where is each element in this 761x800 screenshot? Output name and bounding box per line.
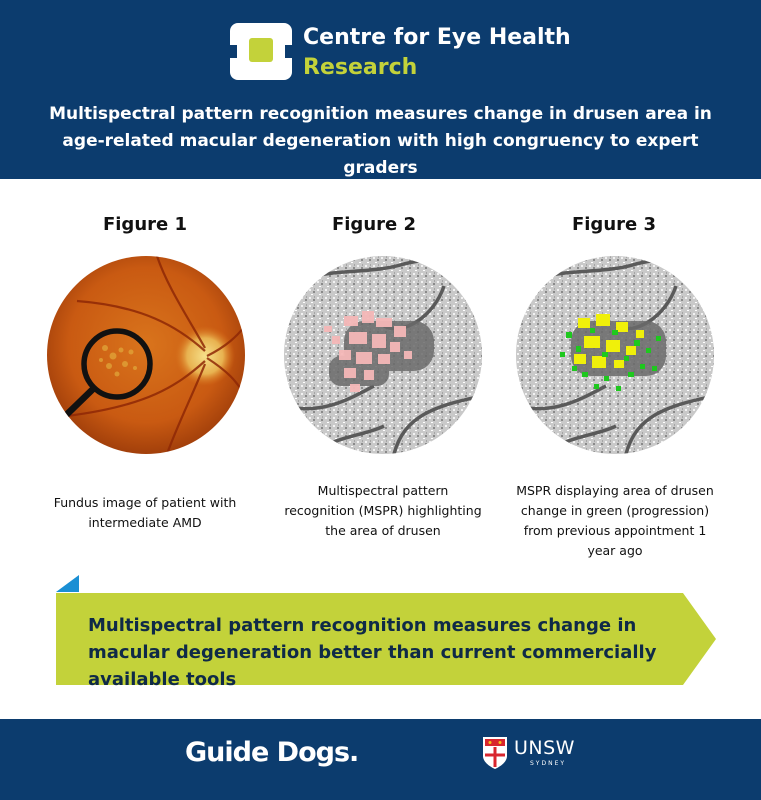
figure-2-title: Figure 2	[331, 214, 417, 235]
header: Centre for Eye Health Research Multispec…	[0, 0, 761, 179]
centre-for-eye-health-logo: Centre for Eye Health Research	[230, 23, 571, 83]
unsw-sydney-text: SYDNEY	[530, 760, 567, 767]
magnifier-icon	[81, 328, 153, 400]
figure-1-caption: Fundus image of patient with intermediat…	[53, 495, 237, 530]
logo-title: Centre for Eye Health	[303, 25, 571, 50]
figure-1-title: Figure 1	[102, 214, 188, 235]
headline: Multispectral pattern recognition measur…	[49, 104, 712, 178]
banner-text: Multispectral pattern recognition measur…	[88, 615, 657, 690]
figure-3-caption: MSPR displaying area of drusen change in…	[516, 483, 714, 558]
banner: Multispectral pattern recognition measur…	[56, 593, 716, 690]
logo-subtitle: Research	[303, 55, 418, 80]
mspr-image	[284, 256, 482, 454]
banner-tab	[56, 575, 79, 592]
mspr-change-image	[516, 256, 714, 454]
unsw-logo-text: UNSW	[514, 737, 575, 759]
figure-2-caption: Multispectral pattern recognition (MSPR)…	[284, 483, 482, 538]
unsw-crest-icon	[483, 737, 507, 769]
logo-mark-icon	[230, 23, 292, 80]
guide-dogs-logo: Guide Dogs.	[185, 737, 359, 768]
footer: Guide Dogs. UNSW SYDNEY	[0, 719, 761, 800]
figure-3-title: Figure 3	[571, 214, 657, 235]
fundus-image	[47, 256, 245, 454]
